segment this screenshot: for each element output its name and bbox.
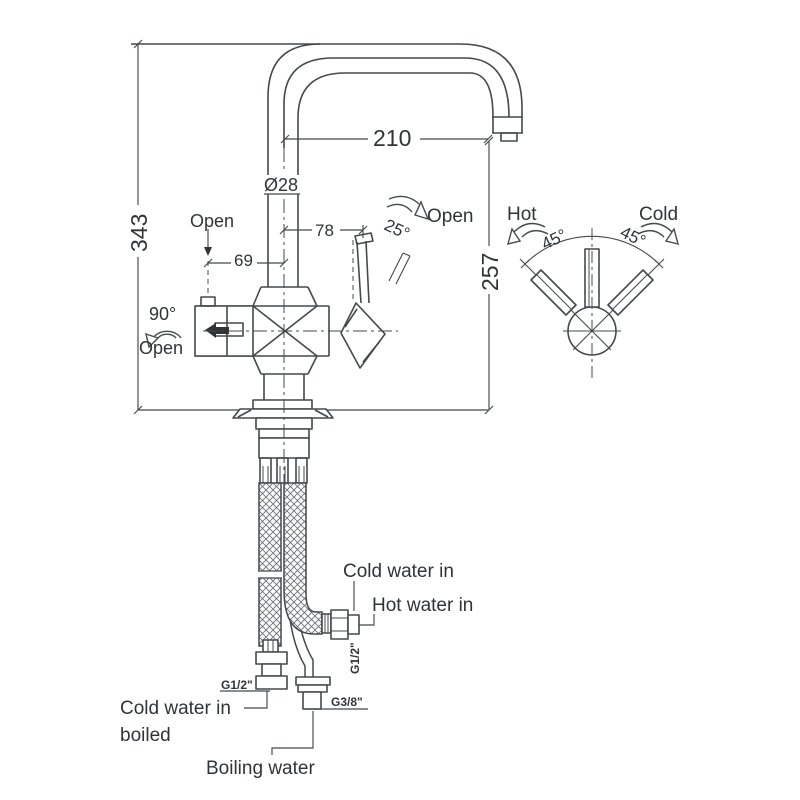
text-gaps: [126, 124, 501, 294]
handle-hot-inner: [536, 274, 572, 310]
hot-water-in-label: Hot water in: [372, 595, 473, 616]
dim-343-label: 343: [126, 214, 152, 252]
spout-right-bend-outer: [459, 43, 523, 133]
angle-45-cold-label: 45°: [617, 223, 648, 251]
centerlines: [203, 148, 593, 487]
cold-boiled-leader: [244, 691, 268, 709]
open-90-arc-outer: [152, 330, 182, 339]
boiling-water-label: Boiling water: [206, 758, 315, 779]
right-valve-cap: [340, 302, 386, 369]
cold-fitting-mid: [261, 663, 282, 677]
angle-90-label: 90°: [149, 304, 176, 324]
open-lever-arrow-shaft: [386, 195, 420, 213]
boiling-fitting-tail: [302, 691, 322, 710]
arc-end-ticks: [520, 259, 664, 269]
open-90-arc-inner: [157, 333, 177, 339]
boiling-leader: [271, 711, 314, 755]
angle-25-label: 25°: [381, 215, 412, 243]
cold-arrowhead: [664, 227, 679, 245]
open-knob-label: Open: [190, 211, 234, 231]
handle-hot-45: [530, 269, 577, 316]
hot-arrowhead: [507, 227, 522, 245]
hot-fitting-tail: [347, 614, 360, 635]
boiling-fitting-collar: [297, 684, 328, 693]
cold-fitting-top: [255, 651, 288, 665]
dimension-lines: [133, 39, 494, 755]
hot-fitting-nut-flats: [331, 617, 348, 632]
handle-cold-45: [607, 269, 654, 316]
spout-riser-right-and-inner: [297, 72, 494, 287]
cold-water-in-label: Cold water in: [343, 561, 454, 582]
right-valve-cap-detail: [344, 308, 381, 363]
hose-joint-lines: [258, 570, 282, 579]
base-flange-detail: [237, 409, 329, 418]
dia28-gap: [262, 175, 302, 194]
gap-257: [477, 246, 501, 294]
open-knob-arrowhead: [204, 247, 212, 256]
cold-boiled-hose: [258, 482, 282, 647]
g38-label: G3/8": [331, 695, 363, 709]
base-flange: [232, 408, 334, 419]
right-valve-open-position: [388, 252, 411, 285]
spout-outlet-cap: [492, 116, 523, 134]
base-collar: [252, 399, 313, 410]
spout-aerator: [500, 132, 518, 142]
gap-69: [231, 252, 257, 268]
right-valve-lever: [356, 240, 370, 304]
g12-hot-label: G1/2": [348, 642, 362, 674]
fittings: [255, 609, 360, 710]
hot-fitting-nut: [330, 609, 349, 640]
g12-cold-boiled-label: G1/2": [221, 678, 253, 692]
mounting-group: [232, 408, 334, 484]
cold-arrow-shaft: [637, 222, 673, 238]
body-lower-tube: [263, 374, 305, 400]
dim-210-label: 210: [373, 125, 411, 151]
boiling-fitting-flange: [295, 676, 331, 686]
hot-label: Hot: [507, 204, 537, 225]
cold-boiled-line1-label: Cold water in: [120, 698, 231, 719]
handle-cold-inner: [612, 274, 648, 310]
spout-middle-bend: [283, 57, 510, 148]
arrows: [145, 195, 679, 349]
tick-marks: [133, 39, 494, 415]
shank-tab-middle: [276, 457, 289, 484]
hot-arrow-shaft: [513, 222, 549, 238]
hot-hose: [283, 482, 323, 635]
open-90-arrowhead: [145, 332, 160, 349]
hot-in-leader: [359, 614, 375, 626]
shank-tab-slots: [262, 466, 305, 483]
shank-tab-right: [295, 457, 308, 484]
gap-343: [126, 205, 150, 257]
open-90-label: Open: [139, 338, 183, 358]
left-valve-knob: [200, 296, 216, 307]
dim-78-label: 78: [315, 221, 334, 240]
open-lever-arrowhead: [414, 200, 430, 221]
dim-257-label: 257: [477, 253, 503, 291]
dia-28-label: Ø28: [264, 175, 298, 195]
cold-boiled-line2-label: boiled: [120, 725, 171, 746]
hose-joint-break: [258, 571, 282, 578]
cold-fitting-crimp-lines: [267, 640, 274, 652]
cold-fitting-bottom: [255, 675, 288, 690]
dim-69-label: 69: [234, 251, 253, 270]
cold-fitting-crimp: [262, 639, 279, 653]
gap-210: [368, 124, 420, 149]
spout-riser-left-and-bend: [267, 43, 321, 287]
hot-fitting-crimp: [321, 613, 332, 634]
open-lever-label: Open: [427, 206, 473, 227]
labels: 210 343 257 Ø28 78 69 25° 90° Open Open …: [120, 125, 678, 779]
body-lower-flare: [252, 355, 318, 375]
shank-tab-left: [259, 457, 272, 484]
gap-78: [312, 221, 340, 238]
right-valve-lever-cap: [354, 232, 374, 245]
body-neck-step: [252, 286, 318, 307]
hot-fitting-crimp-lines: [324, 614, 329, 633]
cold-label: Cold: [639, 204, 678, 225]
